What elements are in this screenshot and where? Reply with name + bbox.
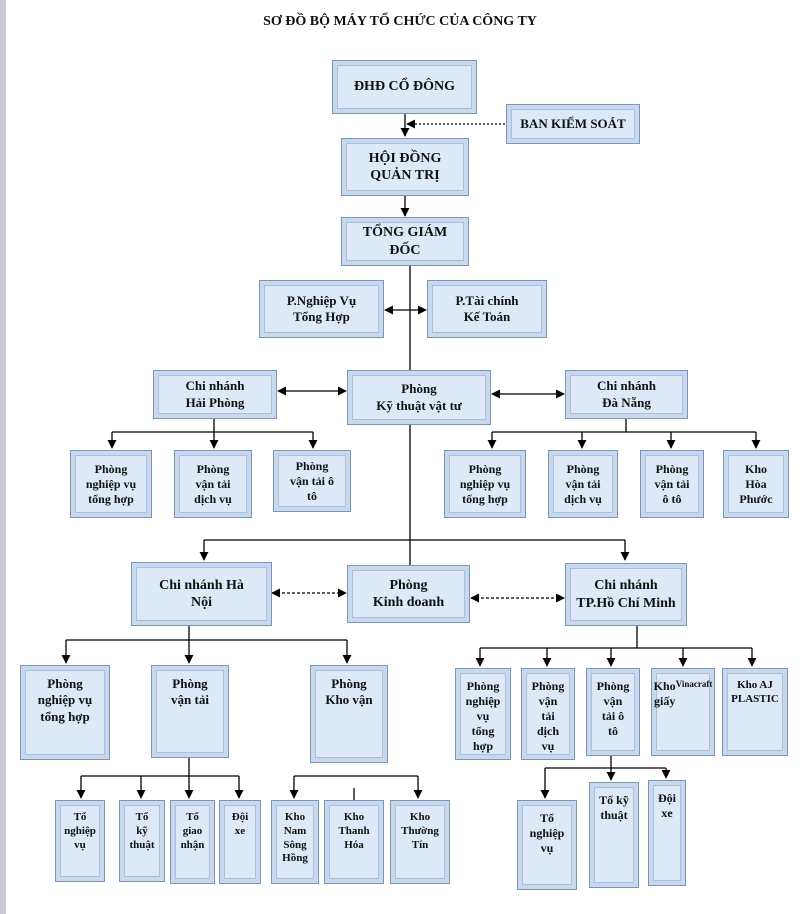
node-hcm-kho-aj-plastic: Kho AJ PLASTIC: [722, 668, 788, 756]
node-p-tai-chinh: P.Tài chính Kế Toán: [427, 280, 547, 338]
node-hn-nghiep-vu: Phòng nghiệp vụ tổng hợp: [20, 665, 110, 760]
page-edge: [0, 0, 6, 914]
kho-giay-sub-label: Vinacraft: [675, 679, 713, 689]
node-kho-nam-song-hong: Kho Nam Sông Hồng: [271, 800, 319, 884]
node-kho-thanh-hoa: Kho Thanh Hóa: [324, 800, 384, 884]
node-hcm-to-ky-thuat: Tổ kỹ thuật: [589, 782, 639, 888]
node-kho-thuong-tin: Kho Thường Tín: [390, 800, 450, 884]
node-dn-van-tai-o-to: Phòng vận tải ô tô: [640, 450, 704, 518]
node-hn-to-giao-nhan: Tổ giao nhận: [170, 800, 215, 884]
node-dn-kho-hoa-phuoc: Kho Hòa Phước: [723, 450, 789, 518]
node-hn-kho-van: Phòng Kho vận: [310, 665, 388, 763]
node-hcm-van-tai-dich-vu: Phòng vận tải dịch vụ: [521, 668, 575, 760]
node-cn-da-nang: Chi nhánh Đà Nẵng: [565, 370, 688, 419]
kho-giay-label: Kho giấy: [653, 679, 676, 708]
node-cn-hai-phong: Chi nhánh Hải Phòng: [153, 370, 277, 419]
node-hcm-nghiep-vu: Phòng nghiệp vụ tổng hợp: [455, 668, 511, 760]
node-hcm-van-tai-o-to: Phòng vận tải ô tô: [586, 668, 640, 756]
node-hcm-to-nghiep-vu: Tổ nghiệp vụ: [517, 800, 577, 890]
node-hn-to-ky-thuat: Tổ kỹ thuật: [119, 800, 165, 882]
node-tong-giam-doc: TỔNG GIÁM ĐỐC: [341, 217, 469, 266]
node-hn-to-nghiep-vu: Tổ nghiệp vụ: [55, 800, 105, 882]
node-ban-kiem-soat: BAN KIỂM SOÁT: [506, 104, 640, 144]
node-hp-nghiep-vu: Phòng nghiệp vụ tổng hợp: [70, 450, 152, 518]
node-hn-van-tai: Phòng vận tải: [151, 665, 229, 758]
node-hp-van-tai-dich-vu: Phòng vận tải dịch vụ: [174, 450, 252, 518]
node-hp-van-tai-o-to: Phòng vận tải ô tô: [273, 450, 351, 512]
node-hn-doi-xe: Đội xe: [219, 800, 261, 884]
node-p-nghiep-vu: P.Nghiệp Vụ Tổng Hợp: [259, 280, 384, 338]
node-phong-ky-thuat-vat-tu: Phòng Kỹ thuật vật tư: [347, 370, 491, 425]
node-dhd-co-dong: ĐHĐ CỔ ĐÔNG: [332, 60, 477, 114]
node-cn-hcm: Chi nhánh TP.Hồ Chí Minh: [565, 563, 687, 626]
node-dn-van-tai-dich-vu: Phòng vận tải dịch vụ: [548, 450, 618, 518]
node-cn-ha-noi: Chi nhánh Hà Nội: [131, 562, 272, 626]
node-hcm-doi-xe: Đội xe: [648, 780, 686, 886]
chart-title: SƠ ĐỒ BỘ MÁY TỔ CHỨC CỦA CÔNG TY: [263, 14, 537, 29]
node-phong-kinh-doanh: Phòng Kinh doanh: [347, 565, 470, 623]
node-dn-nghiep-vu: Phòng nghiệp vụ tổng hợp: [444, 450, 526, 518]
node-hoi-dong-quan-tri: HỘI ĐỒNG QUẢN TRỊ: [341, 138, 469, 196]
node-hcm-kho-giay: Kho giấy Vinacraft: [651, 668, 715, 756]
